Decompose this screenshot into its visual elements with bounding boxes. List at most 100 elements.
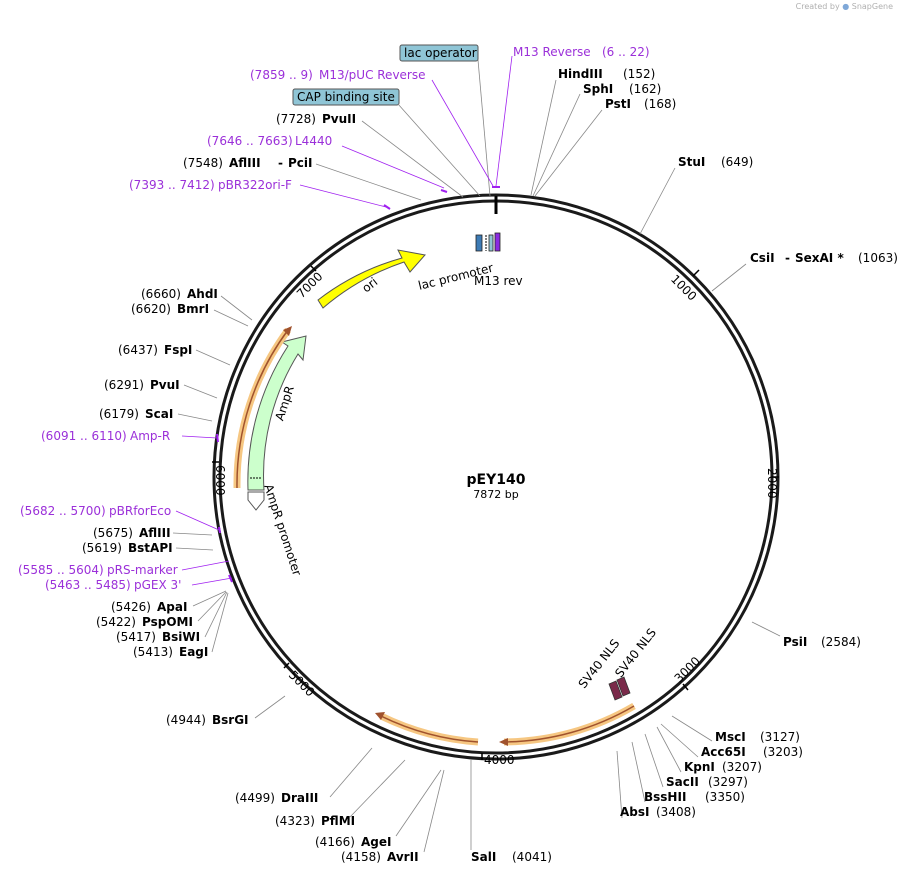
enzyme-pflmi-pos: (4323) <box>275 814 315 828</box>
leader-m13puc <box>431 79 494 187</box>
sv40-nls-2-label: SV40 NLS <box>612 626 659 680</box>
enzyme-afliii-b: AflIII <box>139 526 171 540</box>
enzyme-msci: MscI <box>715 730 746 744</box>
leader-psti <box>534 109 603 197</box>
enzyme-kpni-pos: (3207) <box>722 760 762 774</box>
enzyme-bsiwi-pos: (5417) <box>116 630 156 644</box>
primer-pbr322-range: (7393 .. 7412) <box>129 178 215 192</box>
plasmid-name: pEY140 <box>467 472 526 488</box>
enzyme-stui: StuI <box>678 155 705 169</box>
enzyme-psti: PstI <box>605 97 631 111</box>
leader-m13reverse <box>495 55 513 187</box>
enzyme-sali: SalI <box>471 850 496 864</box>
enzyme-pcii: PciI <box>288 156 313 170</box>
leader-draiii <box>329 747 373 798</box>
tick-3000 <box>682 683 689 691</box>
mark-l4440 <box>440 189 448 193</box>
leader-apai <box>192 590 227 607</box>
lac-operator-box <box>399 44 479 62</box>
enzyme-scai-pos: (6179) <box>99 407 139 421</box>
enzyme-pvuii-pos: (7728) <box>276 112 316 126</box>
enzyme-fspi-pos: (6437) <box>118 343 158 357</box>
enzyme-bmri-pos: (6620) <box>131 302 171 316</box>
enzyme-psii-pos: (2584) <box>821 635 861 649</box>
primer-labels: M13 Reverse (6 .. 22) (7859 .. 9) M13/pU… <box>18 45 650 592</box>
enzyme-psti-pos: (168) <box>644 97 676 111</box>
leader-acc65i <box>660 723 699 758</box>
leader-sacii <box>644 733 664 788</box>
m13-rev-label: M13 rev <box>474 274 523 288</box>
leader-afliii-b <box>172 532 213 536</box>
orange-arc-bottom-right-head <box>499 738 508 746</box>
lac-operator-leader <box>477 59 491 197</box>
enzyme-eagi-pos: (5413) <box>133 645 173 659</box>
tick-label-6000: 6000 <box>213 465 227 496</box>
enzyme-fspi: FspI <box>164 343 192 357</box>
primer-pbrforeco: pBRforEco <box>109 504 171 518</box>
mark-pgex <box>228 574 233 583</box>
enzyme-eagi: EagI <box>179 645 208 659</box>
leader-pspomi <box>197 591 227 622</box>
tick-label-2000: 2000 <box>765 468 779 499</box>
leader-eagi <box>211 592 229 653</box>
enzyme-agei-pos: (4166) <box>315 835 355 849</box>
tick-1000 <box>692 269 700 277</box>
enzyme-pvui: PvuI <box>150 378 180 392</box>
snapgene-credit: Created by ● SnapGene <box>796 2 893 11</box>
leader-pvui <box>183 384 218 399</box>
enzyme-pvui-pos: (6291) <box>104 378 144 392</box>
enzyme-hindiii: HindIII <box>558 67 603 81</box>
plasmid-size: 7872 bp <box>473 488 518 501</box>
enzyme-psii: PsiI <box>783 635 807 649</box>
enzyme-sphi-pos: (162) <box>629 82 661 96</box>
primer-pgex-range: (5463 .. 5485) <box>45 578 131 592</box>
ampr-promoter-feature <box>247 491 265 511</box>
leader-sphi <box>532 93 581 197</box>
cap-site-leader <box>397 103 481 197</box>
tick-label-4000: 4000 <box>484 753 515 767</box>
m13-rev-feature <box>494 232 501 252</box>
leader-fspi <box>195 349 231 366</box>
primer-marks <box>216 186 500 583</box>
leader-pvuii <box>361 120 464 198</box>
enzyme-avrii-pos: (4158) <box>341 850 381 864</box>
enzyme-acc65i: Acc65I <box>701 745 746 759</box>
enzyme-agei: AgeI <box>361 835 391 849</box>
primer-ampr-range: (6091 .. 6110) <box>41 429 127 443</box>
enzyme-sali-pos: (4041) <box>512 850 552 864</box>
enzyme-bsrgi-pos: (4944) <box>166 713 206 727</box>
primer-m13reverse: M13 Reverse <box>513 45 591 59</box>
tick-label-5000: 5000 <box>286 668 317 699</box>
leader-msci <box>671 715 713 742</box>
primer-l4440: L4440 <box>295 134 332 148</box>
leader-absi <box>616 750 623 819</box>
sv40-nls-2-feature <box>616 676 631 697</box>
snapgene-logo-icon: ● <box>842 2 850 11</box>
primer-pbrforeco-range: (5682 .. 5700) <box>20 504 106 518</box>
enzyme-absi-pos: (3408) <box>656 805 696 819</box>
primer-ampr: Amp-R <box>130 429 170 443</box>
primer-m13reverse-range: (6 .. 22) <box>602 45 650 59</box>
tick-label-3000: 3000 <box>672 654 703 685</box>
tick-7000 <box>310 265 317 272</box>
enzyme-sphi: SphI <box>583 82 613 96</box>
enzyme-bstapi-pos: (5619) <box>82 541 122 555</box>
enzyme-draiii-pos: (4499) <box>235 791 275 805</box>
enzyme-apai-pos: (5426) <box>111 600 151 614</box>
ampr-promoter-label: AmpR promoter <box>261 482 304 577</box>
leader-pbrforeco <box>175 510 220 531</box>
enzyme-stui-pos: (649) <box>721 155 753 169</box>
leader-afliii-a <box>315 163 422 201</box>
enzyme-bstapi: BstAPI <box>128 541 173 555</box>
credit-prefix: Created by <box>795 2 840 11</box>
leader-kpni <box>656 726 682 773</box>
leader-bstapi <box>175 547 214 551</box>
leader-psii <box>751 621 781 637</box>
leader-stui <box>639 167 676 235</box>
leader-agei <box>395 769 442 837</box>
leader-bsshii <box>631 741 646 803</box>
orange-arc-left <box>236 329 289 489</box>
enzyme-scai: ScaI <box>145 407 173 421</box>
primer-prs: pRS-marker <box>107 563 178 577</box>
